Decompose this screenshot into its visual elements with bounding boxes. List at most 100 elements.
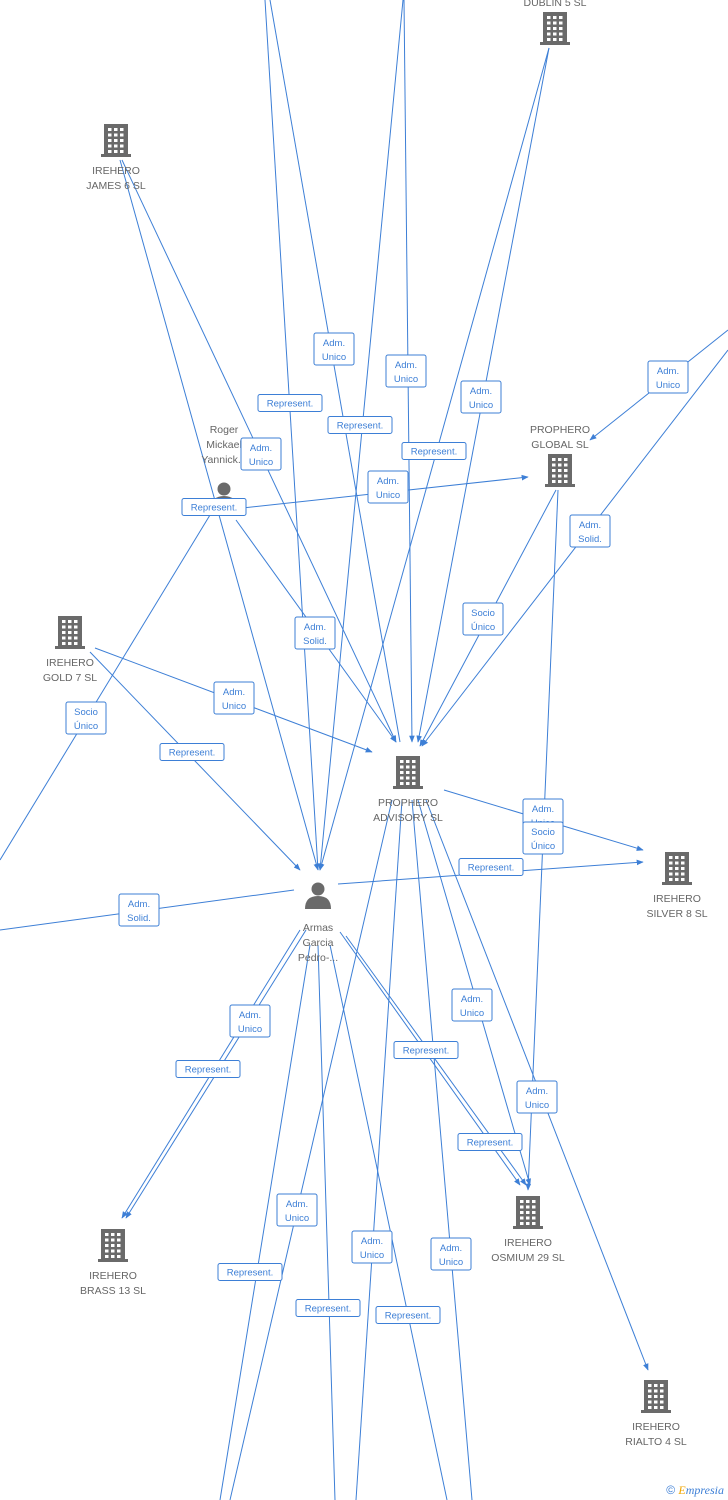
building-icon: [393, 756, 423, 789]
person-icon: [305, 882, 331, 909]
node-label-line: SILVER 8 SL: [646, 908, 707, 920]
footer-credit: © Empresia: [666, 1483, 724, 1498]
edge-label-text: Solid.: [578, 534, 602, 545]
relation-edge: [219, 944, 311, 1500]
edge-label-text: Adm.: [286, 1199, 308, 1210]
relation-edge: [229, 799, 393, 1500]
node-armas[interactable]: ArmasGarciaPedro-...: [298, 882, 338, 965]
edge-label: Represent.: [159, 743, 225, 761]
edge-label: Represent.: [457, 1133, 523, 1151]
edge-label: Adm. Unico: [276, 1193, 318, 1227]
edge-label-text: Unico: [439, 1257, 463, 1268]
edge-label: Adm. Unico: [460, 380, 502, 414]
edge-label-text: Unico: [394, 374, 418, 385]
brand-name: mpresia: [685, 1483, 724, 1497]
edge-label-text: Adm.: [304, 622, 326, 633]
edge-label: Adm.Unico: [351, 1230, 393, 1264]
building-icon: [55, 616, 85, 649]
node-dublin[interactable]: DUBLIN 5 SL: [523, 0, 587, 45]
edge-label: Adm.Unico: [240, 437, 282, 471]
node-label-line: IREHERO: [92, 165, 140, 177]
edge-label-text: Único: [74, 721, 98, 732]
edge-label: Represent.: [175, 1060, 241, 1078]
edge-label: Adm. Solid.: [569, 514, 611, 548]
node-label-line: Roger: [210, 424, 239, 436]
edge-label: Represent.: [327, 416, 393, 434]
edge-label-text: Socio: [74, 707, 98, 718]
node-label-line: IREHERO: [632, 1421, 680, 1433]
edge-label-text: Adm.: [470, 386, 492, 397]
relation-edge: [0, 514, 211, 861]
node-label-line: Garcia: [303, 937, 334, 949]
edge-label-text: Adm.: [250, 443, 272, 454]
node-rialto[interactable]: IREHERO RIALTO 4 SL: [625, 1380, 687, 1448]
edge-label-text: Adm.: [526, 1086, 548, 1097]
relation-edge: [264, 0, 319, 871]
node-label-line: BRASS 13 SL: [80, 1285, 146, 1297]
edge-label-text: Único: [531, 841, 555, 852]
edge-label-text: Unico: [460, 1008, 484, 1019]
edge-label: Adm.Unico: [516, 1080, 558, 1114]
node-label-line: IREHERO: [89, 1270, 137, 1282]
edge-label-text: Unico: [322, 352, 346, 363]
relation-edge: [329, 944, 448, 1500]
edge-label-text: Represent.: [337, 421, 383, 432]
edge-label-text: Represent.: [305, 1304, 351, 1315]
edge-label-text: Adm.: [532, 804, 554, 815]
edge-label-text: Unico: [285, 1213, 309, 1224]
edge-label-text: Unico: [376, 490, 400, 501]
edge-label: Represent.: [458, 858, 524, 876]
building-icon: [662, 852, 692, 885]
relation-edge: [411, 799, 473, 1500]
building-icon: [540, 12, 570, 45]
edge-label-text: Adm.: [128, 899, 150, 910]
building-icon: [641, 1380, 671, 1413]
edge-label-text: Adm.: [361, 1236, 383, 1247]
edge-label-text: Represent.: [467, 1138, 513, 1149]
edge-label: Adm. Unico: [647, 360, 689, 394]
edge-label-text: Adm.: [657, 366, 679, 377]
edge-label-text: Adm.: [223, 687, 245, 698]
edge-label-text: Represent.: [185, 1065, 231, 1076]
edge-label-text: Unico: [656, 380, 680, 391]
edge-label: Adm. Unico: [367, 470, 409, 504]
node-label-line: ADVISORY SL: [373, 812, 443, 824]
edge-label-text: Adm.: [239, 1010, 261, 1021]
edge-label-text: Adm.: [579, 520, 601, 531]
edge-label-text: Adm.: [377, 476, 399, 487]
edge-label-text: Represent.: [267, 399, 313, 410]
edge-label: Adm. Unico: [385, 354, 427, 388]
node-label-line: PROPHERO: [378, 797, 438, 809]
edge-label-text: Unico: [222, 701, 246, 712]
edge-label: Adm. Solid.: [294, 616, 336, 650]
edge-label-text: Único: [471, 622, 495, 633]
edge-label-text: Socio: [471, 608, 495, 619]
node-label-line: RIALTO 4 SL: [625, 1436, 687, 1448]
node-label-line: Pedro-...: [298, 952, 338, 964]
edge-label-text: Adm.: [440, 1243, 462, 1254]
node-label-line: GOLD 7 SL: [43, 672, 97, 684]
edge-label: Adm.Unico: [451, 988, 493, 1022]
relation-edge: [421, 349, 728, 747]
edge-label-text: Unico: [469, 400, 493, 411]
edge-label-text: Adm.: [395, 360, 417, 371]
edge-label-text: Adm.: [323, 338, 345, 349]
node-label-line: DUBLIN 5 SL: [523, 0, 586, 9]
edge-label: Represent.: [295, 1299, 361, 1317]
relation-edge: [317, 944, 336, 1500]
relation-edge: [317, 0, 404, 871]
node-prophero-advisory[interactable]: PROPHERO ADVISORY SL: [373, 756, 443, 824]
node-roger[interactable]: RogerMickaelYannick...: [201, 424, 247, 509]
building-icon: [513, 1196, 543, 1229]
edge-label: Represent.: [217, 1263, 283, 1281]
node-brass[interactable]: IREHERO BRASS 13 SL: [80, 1229, 146, 1297]
edge-label-text: Solid.: [303, 636, 327, 647]
edge-label-text: Represent.: [169, 748, 215, 759]
